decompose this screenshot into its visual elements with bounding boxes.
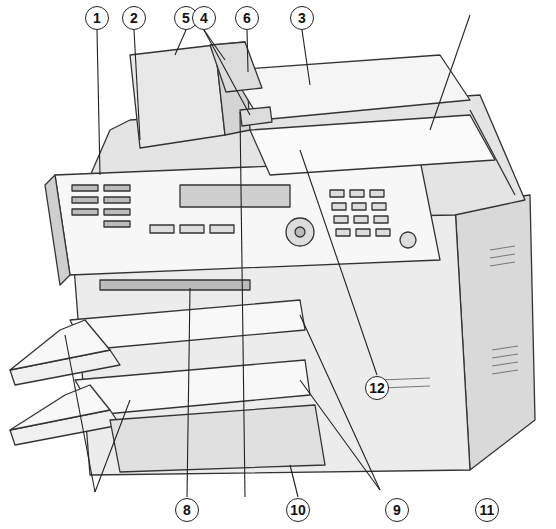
callout-number: 2 <box>122 6 146 30</box>
callout-number: 11 <box>475 498 499 522</box>
callout-number: 4 <box>192 6 216 30</box>
callout-number: 9 <box>385 498 409 522</box>
callout-number: 10 <box>286 498 310 522</box>
callout-number: 3 <box>290 6 314 30</box>
callout-number: 6 <box>235 6 259 30</box>
callout-number: 12 <box>365 376 389 400</box>
callout-number: 8 <box>175 498 199 522</box>
callout-number: 1 <box>85 6 109 30</box>
